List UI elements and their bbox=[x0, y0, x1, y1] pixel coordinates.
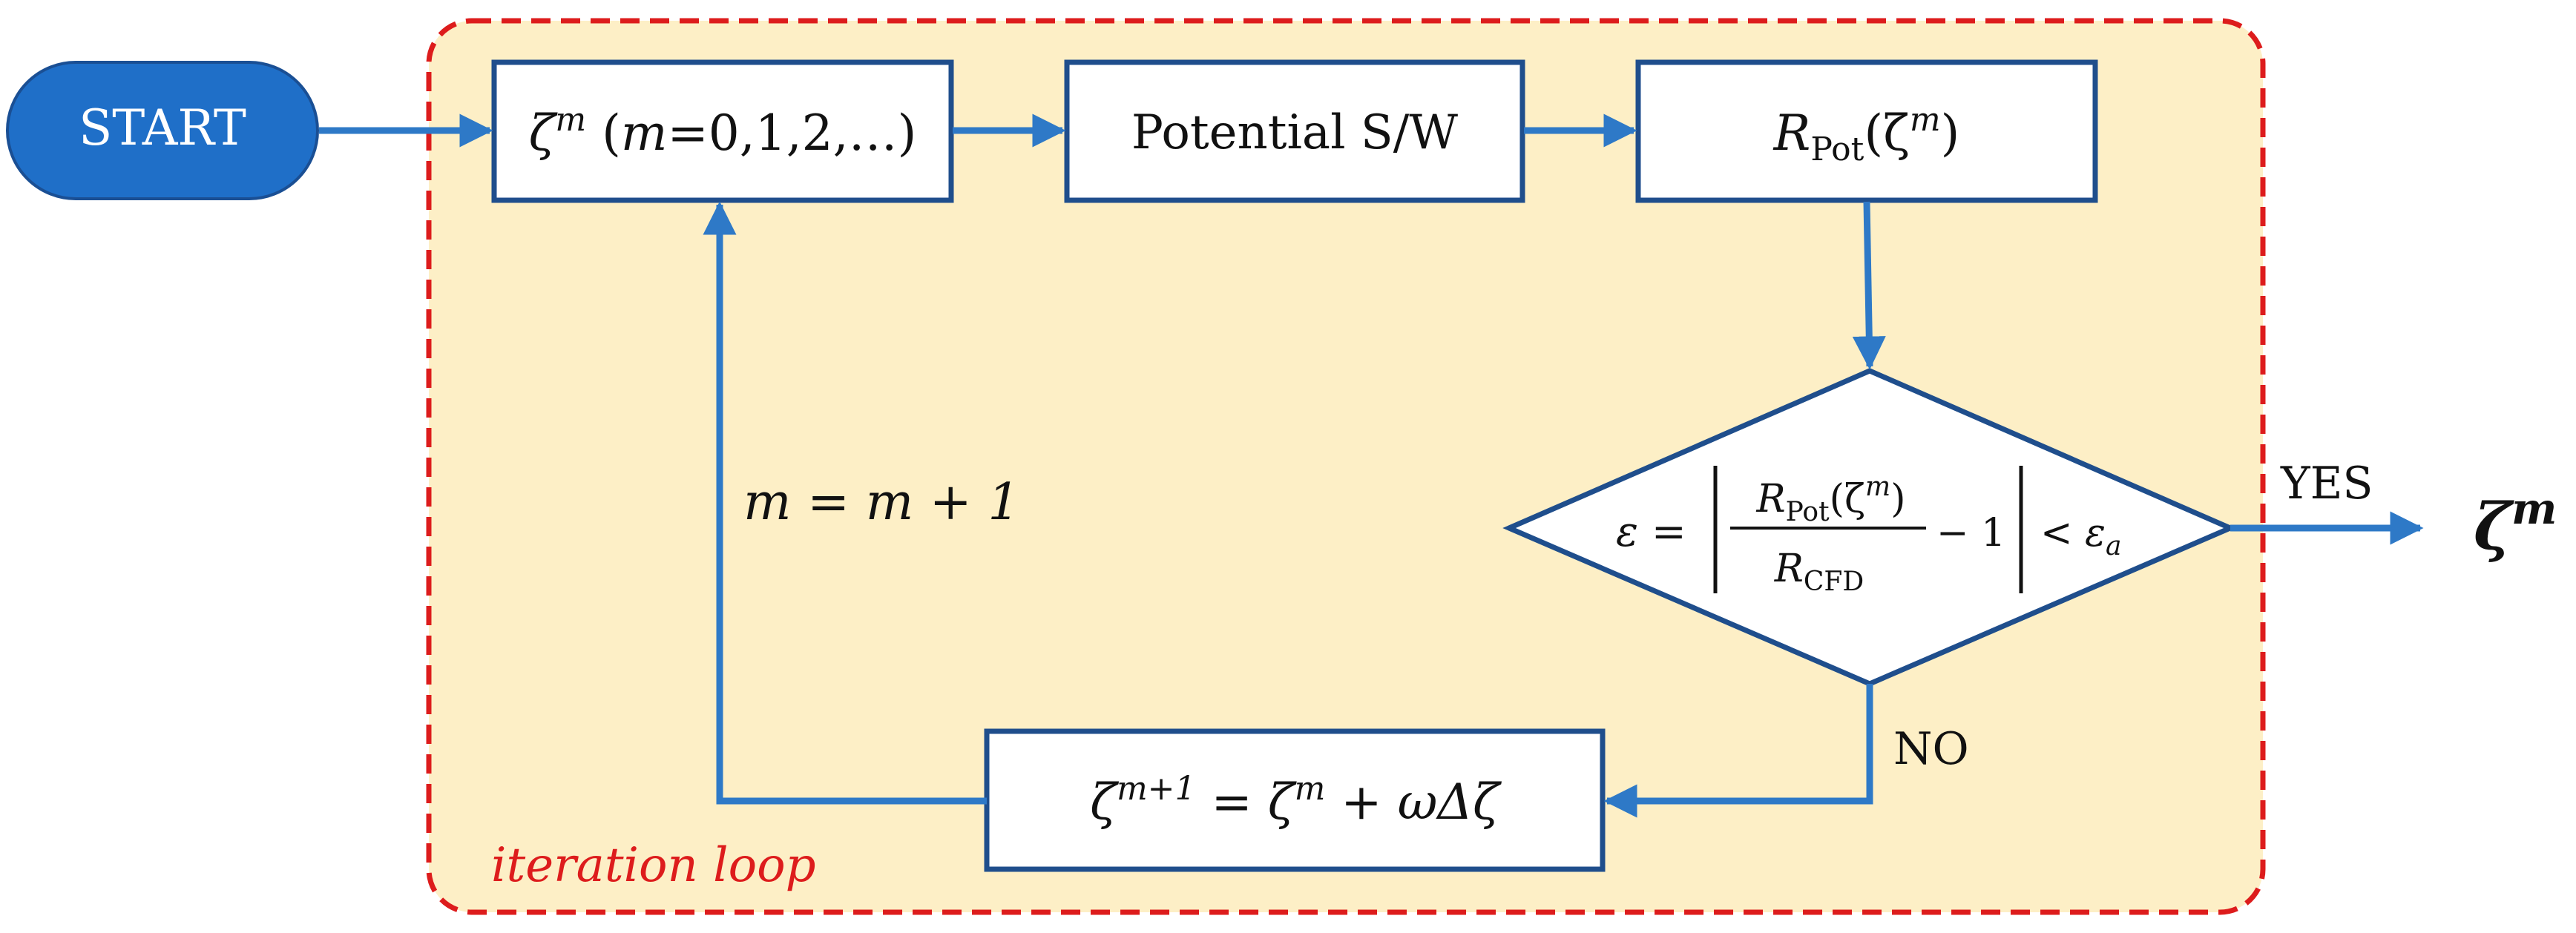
resistance-result-box bbox=[1635, 59, 2098, 203]
criterion-numerator: RPot(ζm) bbox=[1756, 472, 1906, 527]
yes-label: YES bbox=[2280, 458, 2373, 510]
potential-solver-box bbox=[1064, 59, 1525, 203]
iteration-loop-caption: iteration loop bbox=[491, 838, 816, 893]
connectors bbox=[319, 113, 2424, 818]
iteration-variable-label: ζm (m=0,1,2,…) bbox=[529, 101, 917, 162]
convergence-criterion: ε = RPot(ζm) RCFD − 1 < εa bbox=[1616, 466, 2121, 597]
start-label: START bbox=[79, 99, 246, 156]
increment-label: m = m + 1 bbox=[743, 473, 1020, 532]
criterion-minus-one: − 1 bbox=[1936, 511, 2005, 555]
resistance-result-label: RPot(ζm) bbox=[1773, 101, 1960, 168]
update-step-label: ζm+1 = ζm + ωΔζ bbox=[1090, 770, 1502, 831]
no-label: NO bbox=[1893, 723, 1969, 775]
criterion-denominator: RCFD bbox=[1774, 547, 1864, 597]
update-step-box bbox=[984, 728, 1606, 872]
arrow-no-to-update bbox=[1603, 684, 1873, 818]
arrow-update-to-iterate bbox=[703, 201, 987, 805]
criterion-epsilon: ε = bbox=[1616, 508, 1686, 556]
iteration-loop-region bbox=[426, 18, 2266, 915]
iteration-variable-box bbox=[491, 59, 954, 203]
start-node bbox=[6, 61, 319, 200]
criterion-tolerance: < εa bbox=[2040, 511, 2121, 561]
arrow-result-to-check bbox=[1852, 201, 1886, 370]
potential-solver-label: Potential S/W bbox=[1131, 105, 1458, 160]
converged-output: ζm bbox=[2474, 484, 2557, 564]
